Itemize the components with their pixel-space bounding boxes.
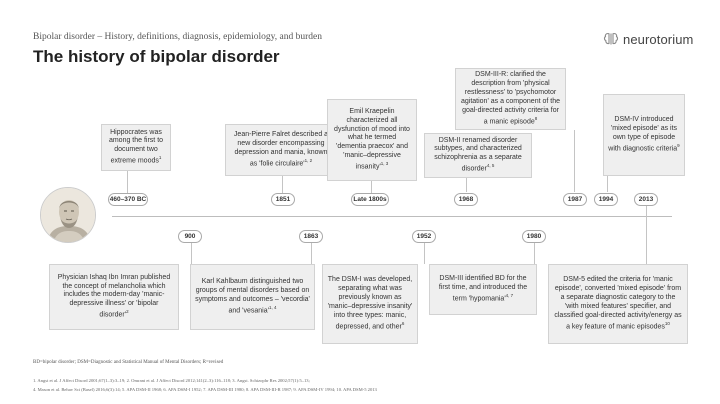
connector — [607, 176, 608, 192]
connector — [311, 242, 312, 264]
date-2013: 2013 — [634, 193, 658, 206]
connector — [191, 242, 192, 264]
references-line-1: 1. Angst et al. J Affect Disord 2001;67(… — [33, 378, 310, 383]
neurotorium-logo: neurotorium — [603, 31, 693, 47]
date-1851: 1851 — [271, 193, 295, 206]
date-1968: 1968 — [454, 193, 478, 206]
connector — [424, 242, 425, 264]
date-1863: 1863 — [299, 230, 323, 243]
date-1994: 1994 — [594, 193, 618, 206]
connector — [534, 242, 535, 264]
section-subtitle: Bipolar disorder – History, definitions,… — [33, 32, 323, 42]
event-box-kraepelin: Emil Kraepelin characterized all dysfunc… — [327, 99, 417, 181]
date-1952: 1952 — [412, 230, 436, 243]
event-box-dsm1: The DSM-I was developed, separating what… — [322, 264, 418, 344]
timeline-axis — [112, 216, 672, 217]
date-1980: 1980 — [522, 230, 546, 243]
abbreviations: BD=bipolar disorder; DSM=Diagnostic and … — [33, 360, 224, 365]
connector — [371, 180, 372, 196]
event-box-dsm3r: DSM-III-R: clarified the description fro… — [455, 68, 566, 130]
page-title: The history of bipolar disorder — [33, 47, 280, 66]
date-late-1800s: Late 1800s — [351, 193, 389, 206]
event-box-dsm3: DSM-III identified BD for the first time… — [429, 264, 537, 315]
event-box-dsm4: DSM-IV introduced 'mixed episode' as its… — [603, 94, 685, 176]
event-box-imran: Physician Ishaq Ibn Imran published the … — [49, 264, 179, 330]
date-1987: 1987 — [563, 193, 587, 206]
event-box-kahlbaum: Karl Kahlbaum distinguished two groups o… — [190, 264, 315, 330]
logo-text: neurotorium — [623, 31, 694, 47]
event-box-dsm5: DSM-5 edited the criteria for 'manic epi… — [548, 264, 688, 344]
event-box-hippocrates: Hippocrates was among the first to docum… — [101, 124, 171, 171]
references-line-2: 4. Mason et al. Behav Sci (Basel) 2016;6… — [33, 387, 377, 392]
date-460-370-bc: 460–370 BC — [108, 193, 148, 206]
event-box-dsm2: DSM-II renamed disorder subtypes, and ch… — [424, 133, 532, 178]
date-900: 900 — [178, 230, 202, 243]
event-box-falret: Jean-Pierre Falret described a new disor… — [225, 124, 337, 176]
brain-icon — [603, 32, 619, 45]
connector — [127, 170, 128, 196]
connector — [646, 205, 647, 264]
connector — [282, 176, 283, 196]
hippocrates-portrait — [40, 187, 96, 243]
connector — [466, 178, 467, 192]
connector — [574, 130, 575, 192]
